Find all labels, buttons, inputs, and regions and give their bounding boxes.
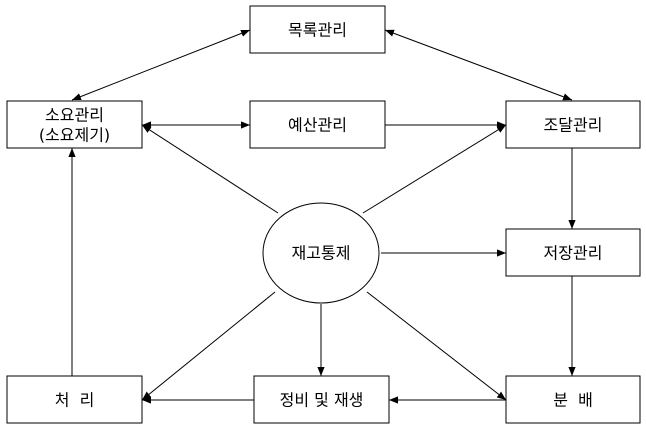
node-catalog-label: 목록관리	[288, 21, 347, 40]
node-maintenance: 정비 및 재생	[253, 375, 390, 424]
edge-requirements-catalog	[71, 29, 251, 101]
node-storage-label: 저장관리	[544, 244, 603, 263]
node-requirements-label-line1: 소요관리	[45, 106, 104, 125]
edge-inventory-procurement	[362, 124, 507, 214]
diagram-edges	[68, 29, 576, 404]
node-budget-label: 예산관리	[288, 116, 347, 135]
node-procurement-label: 조달관리	[544, 116, 603, 135]
node-budget: 예산관리	[249, 100, 386, 149]
node-storage: 저장관리	[505, 228, 641, 277]
edge-catalog-procurement	[384, 29, 573, 101]
node-inventory-control: 재고통제	[262, 202, 380, 304]
node-disposal-label: 처 리	[55, 391, 95, 410]
node-maintenance-label: 정비 및 재생	[280, 391, 364, 410]
node-disposal: 처 리	[6, 375, 143, 424]
node-catalog: 목록관리	[249, 5, 386, 54]
edge-inventory-disposal	[141, 291, 276, 401]
node-distribution: 분 배	[505, 375, 641, 424]
edge-inventory-distribution	[366, 291, 507, 401]
node-requirements-label-line2: (소요제기)	[39, 126, 110, 145]
node-requirements: 소요관리 (소요제기)	[6, 100, 143, 149]
edge-inventory-requirements	[141, 124, 279, 214]
node-procurement: 조달관리	[505, 100, 641, 149]
node-distribution-label: 분 배	[553, 391, 593, 410]
node-inventory-control-label: 재고통제	[292, 244, 351, 263]
